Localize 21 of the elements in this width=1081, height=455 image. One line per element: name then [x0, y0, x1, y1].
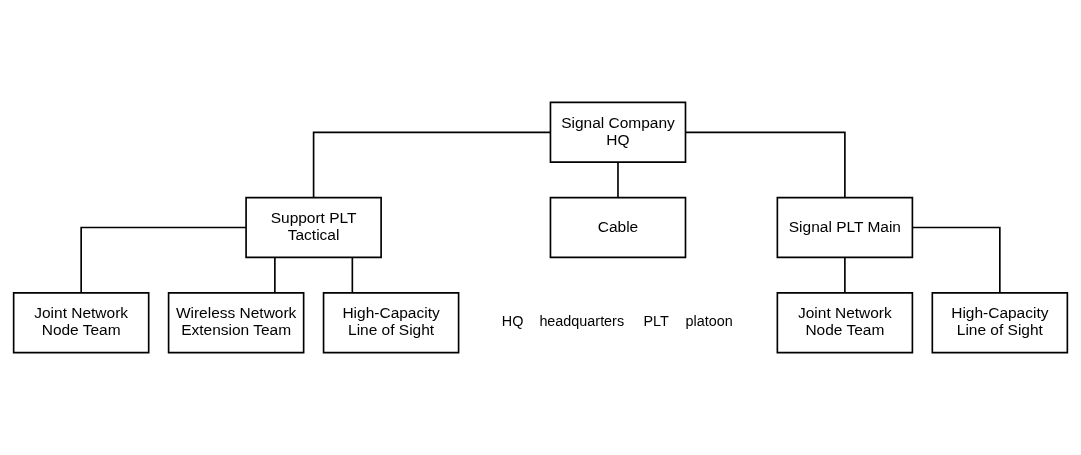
node-box: High-Capacity Line of Sight	[931, 291, 1069, 354]
label: platoon	[685, 313, 733, 330]
connector	[617, 161, 619, 199]
label: PLT	[643, 313, 669, 330]
connector	[80, 226, 247, 294]
node-box: Support PLT Tactical	[245, 196, 382, 259]
node-box: Joint Network Node Team	[776, 291, 914, 354]
label: headquarters	[539, 313, 625, 330]
node-box: Signal Company HQ	[549, 101, 687, 164]
node-box: Signal PLT Main	[776, 196, 914, 259]
connector	[684, 131, 846, 199]
connector	[274, 256, 276, 294]
label: HQ	[501, 313, 524, 330]
connector	[844, 256, 846, 294]
connector	[351, 256, 354, 294]
node-box: High-Capacity Line of Sight	[322, 291, 460, 354]
connector	[912, 226, 1001, 294]
node-box: Wireless Network Extension Team	[167, 291, 305, 354]
node-box: Joint Network Node Team	[12, 291, 150, 354]
node-box: Cable	[549, 196, 687, 259]
connector	[312, 131, 552, 199]
